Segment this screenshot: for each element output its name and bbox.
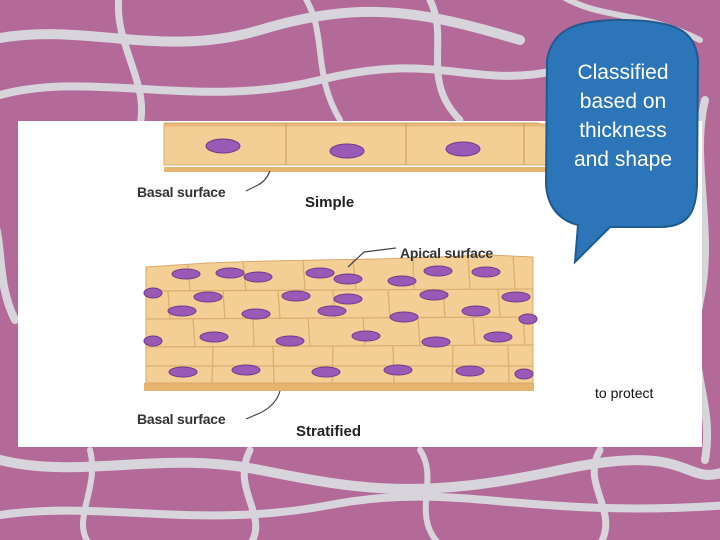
- basal-surface-pointer-top: [245, 170, 271, 192]
- nucleus: [205, 138, 241, 154]
- epithelium-diagram: [143, 122, 555, 420]
- callout-line: based on: [579, 90, 667, 113]
- callout-text: Classified based on thickness and shape: [553, 58, 693, 174]
- basal-surface-label-bottom: Basal surface: [137, 411, 226, 427]
- simple-basement-membrane: [164, 167, 554, 172]
- basal-surface-label-top: Basal surface: [137, 184, 226, 200]
- simple-label: Simple: [305, 194, 355, 211]
- stratified-epithelium: [143, 247, 538, 420]
- apical-surface-pointer: [347, 247, 397, 268]
- callout-line: thickness: [579, 119, 667, 142]
- nucleus: [445, 141, 481, 157]
- callout-line: and shape: [573, 148, 673, 171]
- nucleus: [329, 143, 365, 159]
- basal-surface-pointer-bottom: [245, 390, 281, 420]
- stratified-basement-membrane: [144, 383, 534, 391]
- callout-line: Classified: [577, 61, 669, 84]
- stratified-label: Stratified: [296, 423, 362, 440]
- apical-surface-label: Apical surface: [400, 245, 493, 261]
- note-text: to protect: [595, 385, 654, 401]
- nuclei: [143, 265, 538, 380]
- simple-epithelium: [163, 122, 555, 192]
